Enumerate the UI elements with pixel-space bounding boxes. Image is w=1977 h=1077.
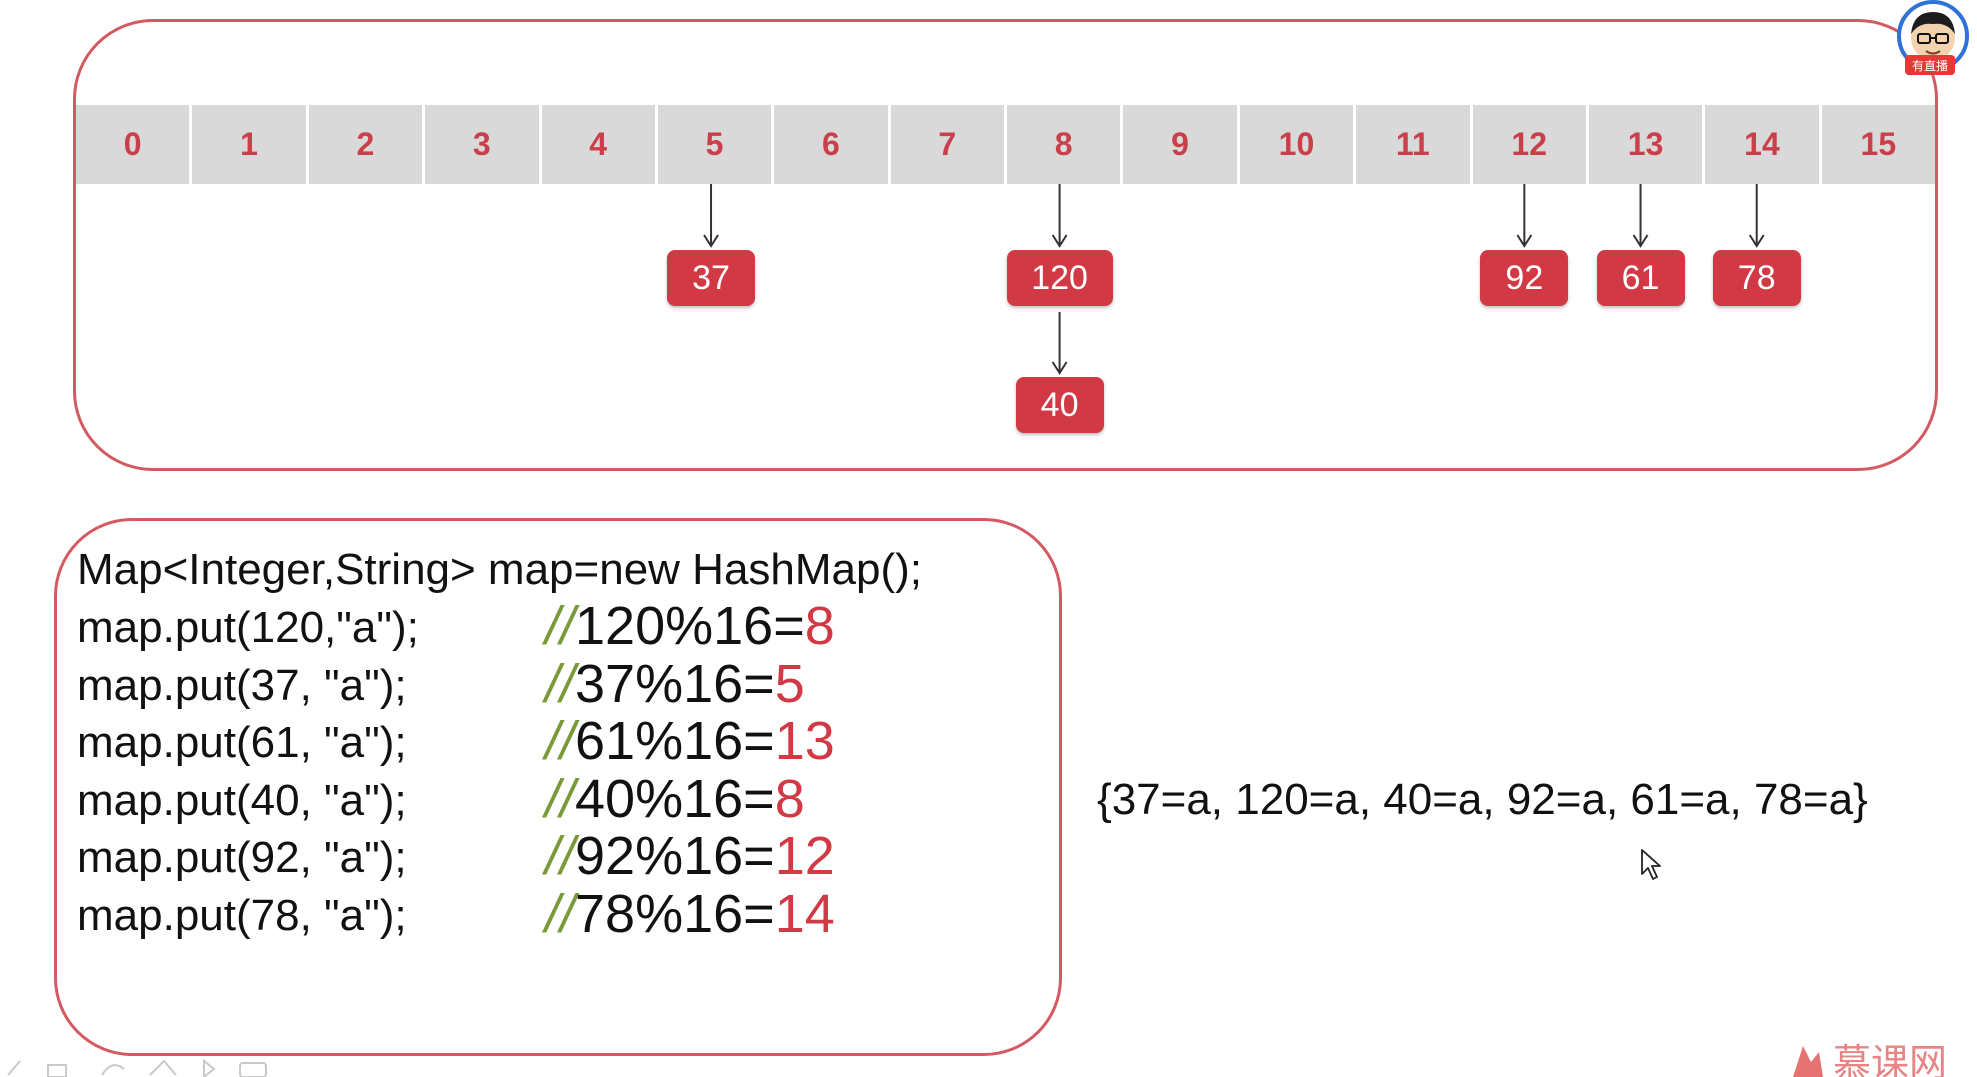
screen-icon	[239, 1062, 267, 1077]
code-put-call: map.put(120,"a");	[77, 603, 419, 652]
comment-slash: //	[545, 884, 576, 944]
bucket-array-frame	[73, 19, 1938, 471]
code-declaration: Map<Integer,String> map=new HashMap();	[77, 545, 923, 594]
bucket-result: 5	[774, 653, 805, 714]
comment-slash: //	[545, 711, 576, 772]
comment-slash: //	[545, 768, 576, 829]
entry-node-120: 120	[1006, 250, 1113, 306]
modulo-expression: 78%16=	[575, 884, 775, 944]
pointer-icon	[203, 1058, 216, 1077]
bucket-cell-6: 6	[774, 105, 891, 184]
bucket-cell-9: 9	[1123, 105, 1240, 184]
bucket-result: 8	[774, 768, 805, 829]
slide-toolbar[interactable]	[0, 1055, 290, 1077]
code-put-call: map.put(61, "a");	[77, 718, 407, 768]
avatar-face-icon	[1911, 12, 1955, 60]
modulo-expression: 120%16=	[575, 596, 805, 656]
bucket-cell-4: 4	[541, 105, 658, 184]
comment-slash: //	[545, 653, 576, 714]
streamer-avatar[interactable]	[1897, 0, 1969, 72]
bucket-cell-0: 0	[76, 105, 193, 184]
bucket-cell-7: 7	[890, 105, 1007, 184]
bucket-cell-10: 10	[1239, 105, 1357, 184]
entry-node-92: 92	[1480, 250, 1569, 306]
bucket-result: 14	[774, 884, 835, 944]
pen-icon	[7, 1060, 21, 1076]
home-icon	[149, 1059, 177, 1076]
code-put-call: map.put(92, "a");	[77, 833, 407, 883]
watermark-text: 慕课网	[1833, 1041, 1947, 1077]
bucket-cell-2: 2	[308, 105, 426, 184]
entry-node-37: 37	[667, 250, 756, 306]
code-put-call: map.put(40, "a");	[77, 775, 407, 825]
bucket-result: 12	[774, 826, 835, 887]
bucket-cell-5: 5	[657, 105, 775, 184]
live-badge: 有直播	[1905, 55, 1955, 75]
code-frame	[54, 518, 1062, 1056]
bucket-cell-15: 15	[1821, 105, 1935, 184]
modulo-expression: 92%16=	[575, 826, 775, 887]
bucket-cell-8: 8	[1007, 105, 1124, 184]
code-put-call: map.put(37, "a");	[77, 660, 407, 710]
hash-comment: //40%16=8	[545, 768, 805, 830]
bucket-cell-11: 11	[1356, 105, 1473, 184]
bucket-result: 8	[804, 596, 835, 656]
modulo-expression: 37%16=	[575, 653, 775, 714]
eraser-icon	[101, 1064, 125, 1076]
hash-comment: //92%16=12	[545, 825, 835, 887]
entry-node-78: 78	[1712, 250, 1801, 306]
bucket-cell-12: 12	[1472, 105, 1589, 184]
bucket-cell-3: 3	[425, 105, 542, 184]
bucket-cell-13: 13	[1588, 105, 1706, 184]
code-put-call: map.put(78, "a");	[77, 891, 407, 940]
bucket-cell-1: 1	[192, 105, 309, 184]
bucket-cell-14: 14	[1705, 105, 1822, 184]
hash-comment: //78%16=14	[545, 883, 835, 945]
hash-comment: //120%16=8	[545, 595, 835, 657]
comment-slash: //	[545, 596, 576, 656]
watermark-logo: 慕课网	[1775, 1036, 1975, 1077]
entry-node-61: 61	[1596, 250, 1685, 306]
bucket-result: 13	[774, 711, 835, 772]
entry-node-40: 40	[1015, 377, 1104, 433]
mouse-cursor-icon	[1641, 849, 1661, 880]
hash-comment: //37%16=5	[545, 653, 805, 715]
hash-comment: //61%16=13	[545, 710, 835, 772]
modulo-expression: 40%16=	[575, 768, 775, 829]
modulo-expression: 61%16=	[575, 711, 775, 772]
comment-slash: //	[545, 826, 576, 887]
slide-icon	[47, 1064, 67, 1077]
map-output-text: {37=a, 120=a, 40=a, 92=a, 61=a, 78=a}	[1097, 775, 1868, 824]
